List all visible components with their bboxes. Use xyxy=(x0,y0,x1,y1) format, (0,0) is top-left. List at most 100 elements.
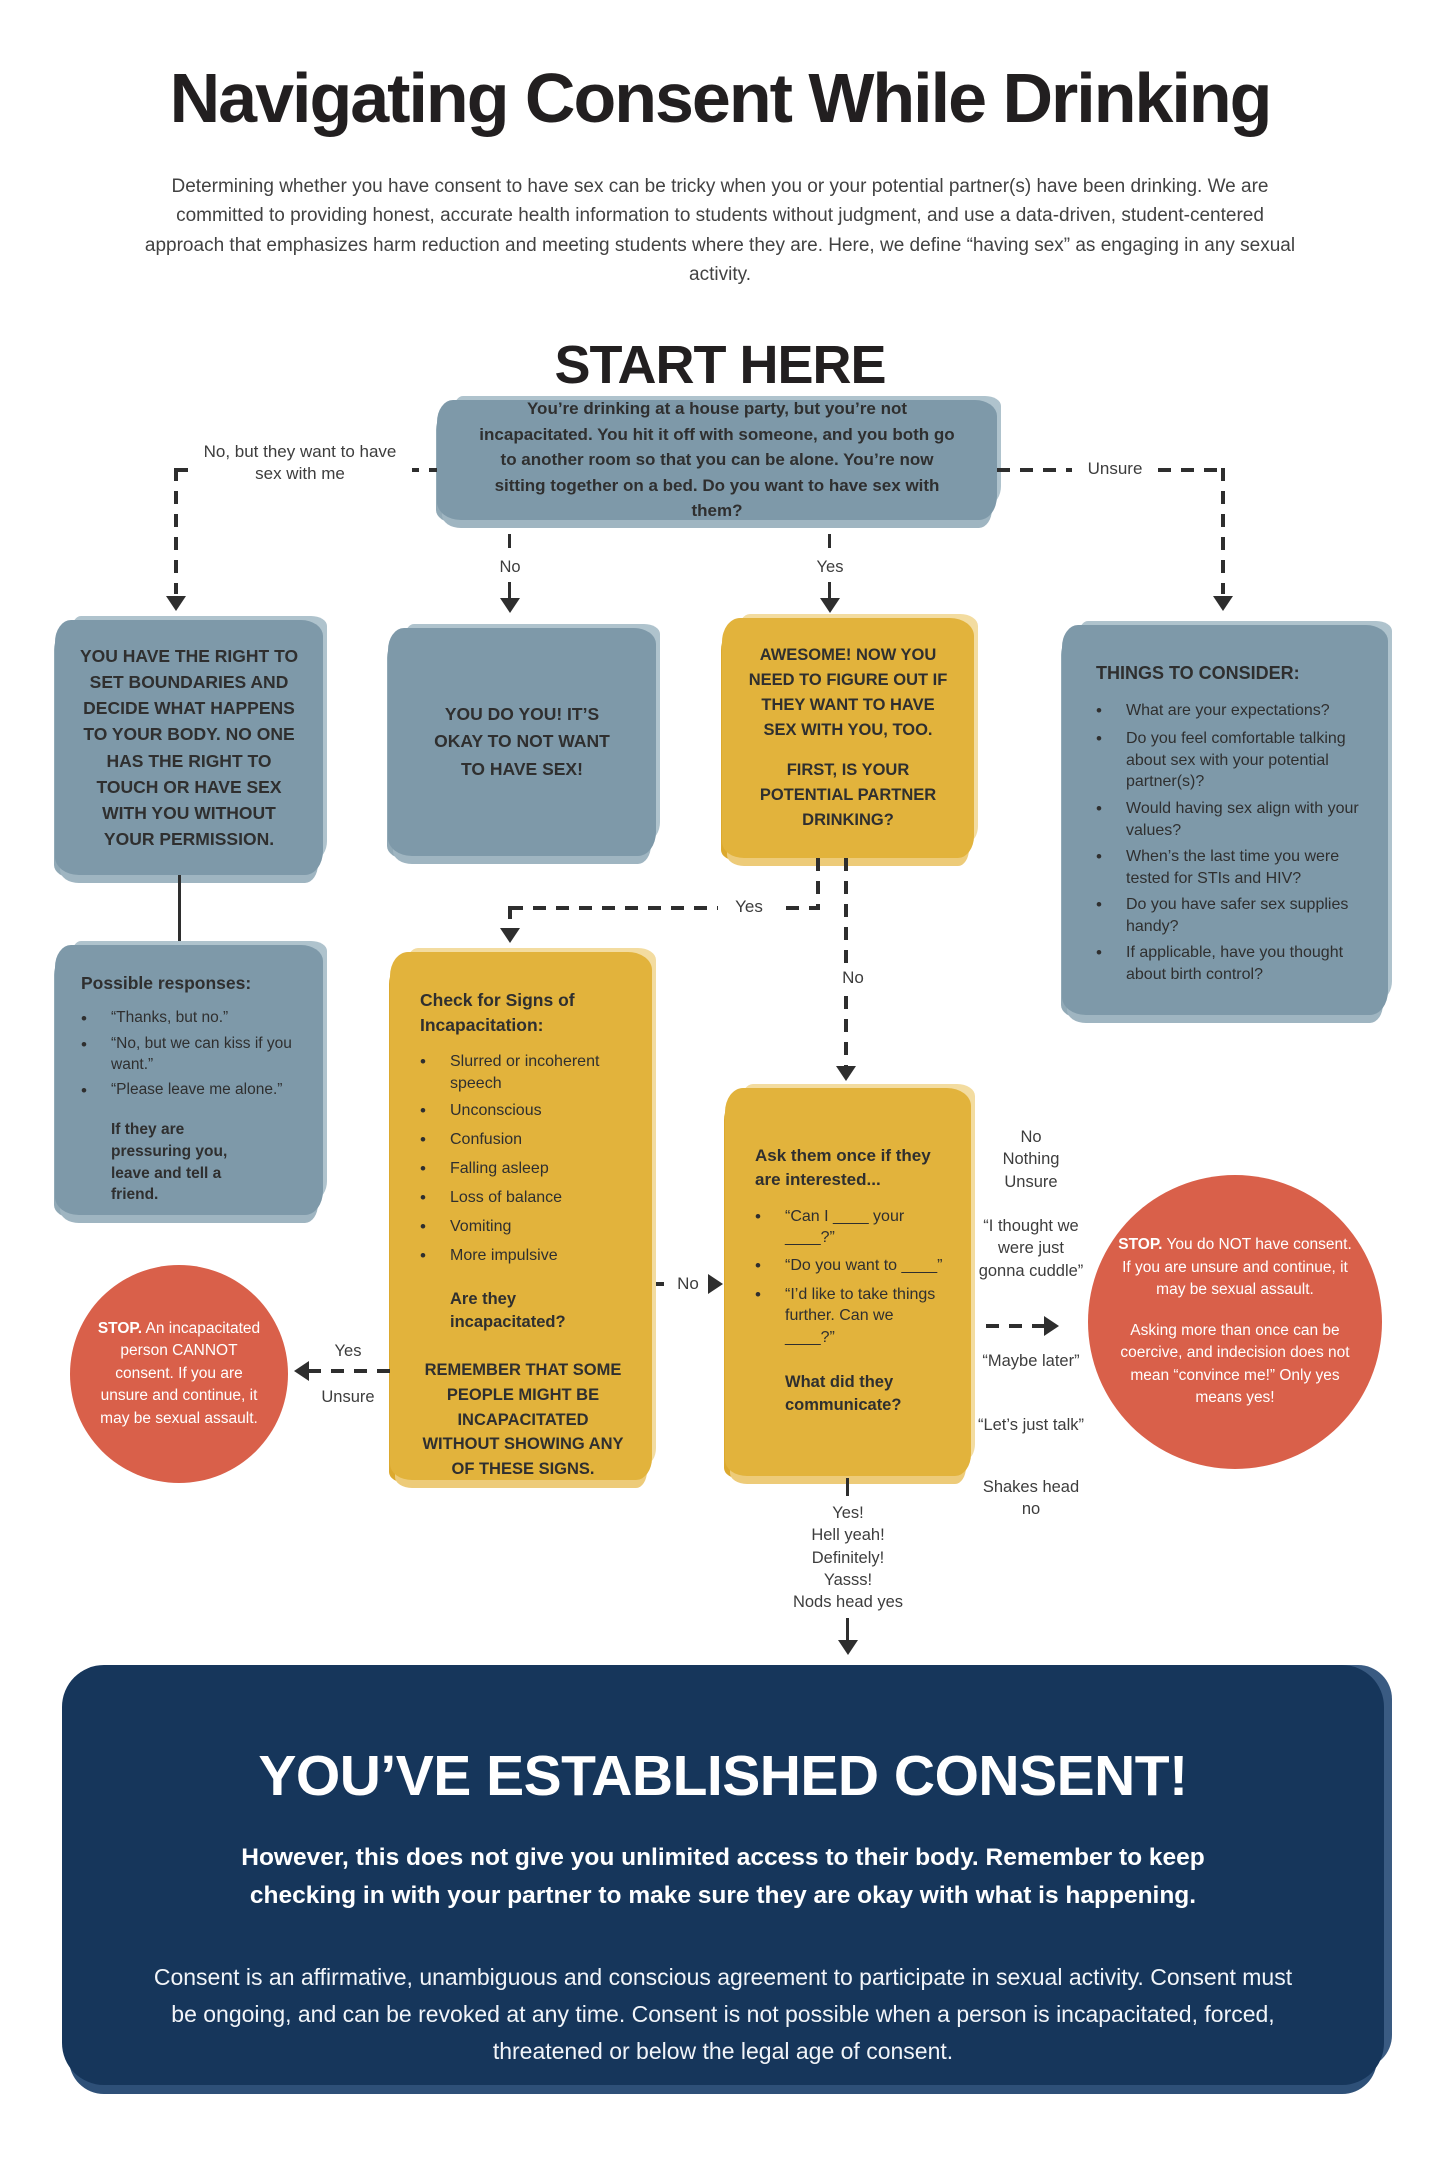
list-item-text: Vomiting xyxy=(450,1217,512,1235)
edge-label-no: No xyxy=(499,558,521,576)
quote-cuddle: “I thought we were just gonna cuddle” xyxy=(978,1217,1084,1280)
awesome-text-2: FIRST, IS YOUR POTENTIAL PARTNER DRINKIN… xyxy=(759,761,937,829)
bullet-icon: • xyxy=(1096,798,1102,818)
bullet-icon: • xyxy=(420,1101,426,1121)
edge-line-communicated-no xyxy=(986,1324,1044,1328)
communicated-negative-unsure: Unsure xyxy=(1004,1172,1058,1191)
bullet-icon: • xyxy=(81,1035,87,1055)
signs-title: Check for Signs of Incapacitation: xyxy=(420,990,575,1035)
positive-yasss: Yasss! xyxy=(823,1570,873,1589)
signs-list: •Slurred or incoherent speech •Unconscio… xyxy=(420,1051,626,1268)
list-item-text: “I’d like to take things further. Can we… xyxy=(785,1285,936,1346)
communicated-negative-nothing: Nothing xyxy=(1002,1150,1060,1169)
consider-list: •What are your expectations? •Do you fee… xyxy=(1096,700,1360,985)
list-item: •“Thanks, but no.” xyxy=(81,1008,301,1031)
bullet-icon: • xyxy=(1096,847,1102,867)
list-item-text: “Do you want to ____” xyxy=(785,1256,943,1274)
stop-right-text: STOP. You do NOT have consent. If you ar… xyxy=(1116,1234,1354,1301)
stop-left-lead: STOP. xyxy=(97,1319,143,1337)
responses-list: •“Thanks, but no.” • “No, but we can kiss… xyxy=(81,1008,301,1104)
list-item: •When’s the last time you were tested fo… xyxy=(1096,846,1360,889)
quote-talk: “Let’s just talk” xyxy=(977,1416,1085,1434)
bullet-icon: • xyxy=(755,1206,761,1226)
edge-line-partner-yes-drop xyxy=(816,858,820,910)
ask-box: Ask them once if they are interested... … xyxy=(725,1088,971,1476)
stop-right-rest: You do NOT have consent. If you are unsu… xyxy=(1122,1236,1352,1299)
list-item: • Falling asleep xyxy=(420,1158,626,1181)
bullet-icon: • xyxy=(755,1255,761,1275)
arrowhead-icon xyxy=(166,596,186,611)
edge-tick-yes xyxy=(828,534,831,548)
list-item-text: Falling asleep xyxy=(450,1160,549,1178)
edge-label-unsure: Unsure xyxy=(1072,455,1158,484)
bullet-icon: • xyxy=(1096,943,1102,963)
stop-right-text-2: Asking more than once can be coercive, a… xyxy=(1120,1321,1350,1407)
list-item-text: Do you have safer sex supplies handy? xyxy=(1126,896,1349,935)
awesome-box: AWESOME! NOW YOU NEED TO FIGURE OUT IF T… xyxy=(722,618,974,858)
list-item: • Vomiting xyxy=(420,1216,626,1239)
footer-bold-paragraph: However, this does not give you unlimite… xyxy=(241,1844,1205,1909)
shakes-head-no: Shakes head no xyxy=(982,1478,1080,1519)
bullet-icon: • xyxy=(420,1216,426,1236)
arrowhead-icon xyxy=(836,1066,856,1081)
edge-tick-no xyxy=(508,534,511,548)
you-do-you-text: YOU DO YOU! IT’S OKAY TO NOT WANT TO HAV… xyxy=(434,704,610,779)
stop-left-text: STOP. An incapacitated person CANNOT con… xyxy=(94,1318,264,1430)
list-item-text: Unconscious xyxy=(450,1102,542,1120)
footer-body-paragraph: Consent is an affirmative, unambiguous a… xyxy=(153,1963,1293,2064)
bullet-icon: • xyxy=(81,1081,87,1101)
positive-hell-yeah: Hell yeah! xyxy=(811,1526,885,1545)
edge-line-incap-yes xyxy=(308,1369,390,1373)
list-item-text: Confusion xyxy=(450,1131,523,1149)
intro-paragraph: Determining whether you have consent to … xyxy=(144,176,1296,286)
list-item-text: Do you feel comfortable talking about se… xyxy=(1126,730,1346,791)
bullet-icon: • xyxy=(81,1008,87,1028)
signs-question: Are they incapacitated? xyxy=(450,1289,566,1331)
edge-label-partner-yes: Yes xyxy=(718,893,780,922)
list-item: •Do you have safer sex supplies handy? xyxy=(1096,894,1360,937)
list-item: • Loss of balance xyxy=(420,1187,626,1210)
edge-label-incap-no: No xyxy=(664,1270,712,1299)
list-item: •What are your expectations? xyxy=(1096,700,1360,723)
footer-title: YOU’VE ESTABLISHED CONSENT! xyxy=(258,1744,1188,1808)
list-item: • “Please leave me alone.” xyxy=(81,1080,301,1103)
edge-line-unsure-drop xyxy=(1221,468,1225,594)
arrowhead-icon xyxy=(500,928,520,943)
bullet-icon: • xyxy=(420,1188,426,1207)
start-scenario-text: You’re drinking at a house party, but yo… xyxy=(479,399,955,521)
ask-question: What did they communicate? xyxy=(785,1372,902,1414)
list-item: • Do you feel comfortable talking about s… xyxy=(1096,728,1360,793)
rights-box: YOU HAVE THE RIGHT TO SET BOUNDARIES AND… xyxy=(55,620,323,875)
responses-title: Possible responses: xyxy=(81,973,252,993)
list-item-text: If applicable, have you thought about bi… xyxy=(1126,944,1344,984)
stop-circle-left: STOP. An incapacitated person CANNOT con… xyxy=(70,1265,288,1483)
bullet-icon: • xyxy=(1096,729,1102,749)
bullet-icon: • xyxy=(420,1245,426,1265)
edge-line-yes xyxy=(828,582,831,598)
edge-line-positive-bottom xyxy=(846,1618,849,1640)
rights-text: YOU HAVE THE RIGHT TO SET BOUNDARIES AND… xyxy=(79,645,299,850)
stop-right-lead: STOP. xyxy=(1118,1236,1163,1254)
edge-line-no xyxy=(508,582,511,598)
list-item-text: Loss of balance xyxy=(450,1189,563,1206)
arrowhead-icon xyxy=(1044,1316,1059,1336)
list-item-text: What are your expectations? xyxy=(1126,702,1330,720)
edge-line-positive-top xyxy=(846,1478,849,1496)
stop-left-rest: An incapacitated person CANNOT consent. … xyxy=(100,1319,261,1427)
list-item-text: “Can I ____ your ____?” xyxy=(785,1207,905,1247)
list-item: • “Do you want to ____” xyxy=(755,1255,947,1278)
edge-line-rights-responses xyxy=(178,875,181,948)
responses-note: If they are pressuring you, leave and te… xyxy=(111,1121,228,1204)
bullet-icon: • xyxy=(420,1159,426,1179)
page-title: Navigating Consent While Drinking xyxy=(169,59,1273,137)
you-do-you-box: YOU DO YOU! IT’S OKAY TO NOT WANT TO HAV… xyxy=(388,628,656,856)
edge-label-yes: Yes xyxy=(816,558,844,576)
ask-title: Ask them once if they are interested... xyxy=(755,1146,931,1189)
positive-nods: Nods head yes xyxy=(792,1593,904,1612)
list-item: •Confusion xyxy=(420,1129,626,1152)
stop-circle-right: STOP. You do NOT have consent. If you ar… xyxy=(1088,1175,1382,1469)
list-item-text: “Please leave me alone.” xyxy=(111,1081,283,1099)
communicated-positive: Yes! Hell yeah! Definitely! Yasss! Nods … xyxy=(748,1502,948,1613)
list-item: • “No, but we can kiss if you want.” xyxy=(81,1034,301,1076)
list-item-text: “No, but we can kiss if you want.” xyxy=(111,1035,292,1074)
